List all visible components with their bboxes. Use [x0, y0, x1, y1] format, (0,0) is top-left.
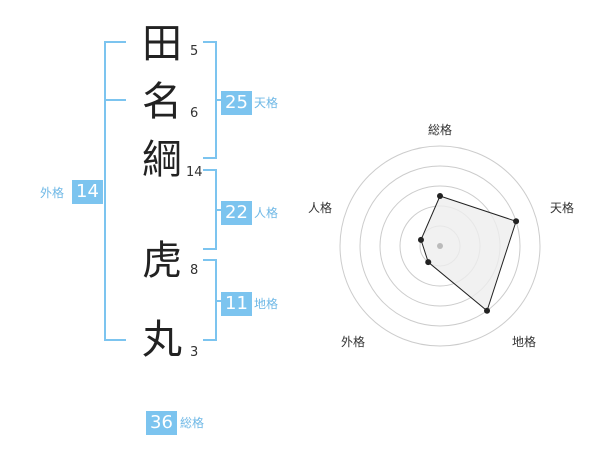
radar-label-gaikaku: 外格: [341, 335, 366, 349]
chikaku-badge: 11: [221, 292, 252, 316]
stroke-count-2: 6: [190, 106, 199, 121]
gaikaku-label: 外格: [40, 186, 65, 200]
tenkaku-bracket: [203, 41, 217, 159]
tenkaku-bracket-tick: [217, 99, 224, 101]
chikaku-bracket-tick: [217, 300, 224, 302]
stroke-count-5: 3: [190, 345, 199, 360]
stroke-count-4: 8: [190, 263, 199, 278]
name-char-4: 虎: [142, 238, 182, 284]
radar-ring-5: [339, 145, 541, 347]
radar-point-5: [417, 236, 424, 243]
radar-point-1: [437, 193, 443, 199]
stroke-count-1: 5: [190, 44, 199, 59]
radar-series-area: [420, 195, 517, 312]
jinkaku-bracket-tick: [217, 209, 224, 211]
radar-ring-4: [359, 165, 521, 327]
gaikaku-bracket-tick: [104, 99, 126, 101]
radar-label-tenkaku: 天格: [550, 201, 575, 215]
chikaku-label: 地格: [254, 297, 279, 311]
radar-label-soukaku: 総格: [428, 123, 453, 137]
name-char-3: 綱: [142, 137, 182, 183]
soukaku-label: 総格: [180, 416, 205, 430]
radar-point-2: [513, 218, 520, 225]
radar-label-jinkaku: 人格: [308, 201, 333, 215]
gaikaku-badge: 14: [72, 180, 103, 204]
radar-point-4: [425, 259, 432, 266]
jinkaku-badge: 22: [221, 201, 252, 225]
tenkaku-label: 天格: [254, 96, 279, 110]
name-char-5: 丸: [142, 317, 182, 363]
tenkaku-badge: 25: [221, 91, 252, 115]
chikaku-bracket: [203, 259, 217, 341]
gaikaku-bracket: [104, 41, 126, 341]
soukaku-badge: 36: [146, 411, 177, 435]
name-char-1: 田: [142, 21, 182, 67]
radar-center-dot: [437, 243, 443, 249]
jinkaku-label: 人格: [254, 206, 279, 220]
radar-point-3: [484, 307, 491, 314]
stroke-count-3: 14: [186, 165, 203, 180]
radar-label-chikaku: 地格: [512, 335, 537, 349]
jinkaku-bracket: [203, 169, 217, 250]
name-char-2: 名: [142, 79, 182, 125]
